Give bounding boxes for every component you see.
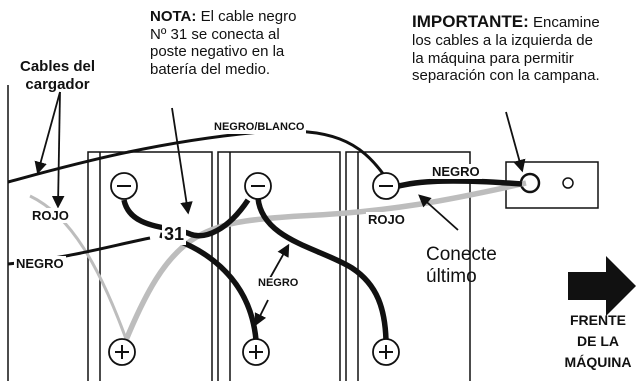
note-left-line4: batería del medio. [150, 61, 271, 79]
label-cable-31: 31 [162, 224, 187, 246]
label-rojo-left: ROJO [30, 208, 71, 224]
label-rojo-right: ROJO [366, 212, 407, 228]
note-right-heading: IMPORTANTE: [412, 12, 529, 31]
battery-left [87, 151, 213, 381]
black-cable-31 [121, 198, 251, 239]
black-white-cable [7, 129, 388, 184]
note-right-line2: los cables a la izquierda de [412, 32, 593, 50]
note-left-line2: Nº 31 se conecta al [150, 25, 280, 43]
label-negro-blanco: NEGRO/BLANCO [212, 121, 307, 134]
negative-terminals [110, 172, 400, 200]
label-negro-left: NEGRO [14, 256, 66, 272]
note-left: NOTA: El cable negro Nº 31 se conecta al… [150, 8, 296, 79]
note-right-line3: la máquina para permitir [412, 49, 574, 67]
charger-red-cable [29, 194, 132, 351]
charger-cables-label: Cables del cargador [20, 58, 95, 93]
label-negro-top: NEGRO [430, 164, 482, 180]
connect-last-line2: último [426, 266, 477, 288]
battery-middle [217, 151, 341, 381]
connect-last-line1: Conecte [426, 244, 497, 265]
note-left-line3: poste negativo en la [150, 43, 285, 61]
note-right-line1: Encamine [532, 14, 600, 31]
positive-signs [115, 345, 393, 359]
note-right-line4: separación con la campana. [412, 67, 600, 85]
charger-cables-line2: cargador [25, 75, 90, 93]
note-left-heading: NOTA: [150, 8, 197, 25]
label-negro-mid: NEGRO [256, 277, 301, 290]
connect-last-label: Conecte último [426, 244, 497, 289]
black-jumper-middle-right [255, 197, 389, 341]
front-line1: FRENTE [570, 312, 626, 328]
front-arrow [568, 256, 636, 316]
front-line2: DE LA [577, 333, 619, 349]
front-line3: MÁQUINA [564, 354, 632, 370]
note-right: IMPORTANTE: Encamine los cables a la izq… [412, 12, 600, 85]
pointer-arrows [34, 91, 526, 327]
gray-main-cable [119, 180, 527, 352]
terminal-hole-circle [562, 177, 574, 189]
charger-cables-line1: Cables del [20, 58, 96, 75]
note-left-line1: El cable negro [200, 8, 297, 25]
black-jumper-left-middle [159, 232, 259, 341]
front-label: FRENTE DE LA MÁQUINA [560, 310, 636, 373]
